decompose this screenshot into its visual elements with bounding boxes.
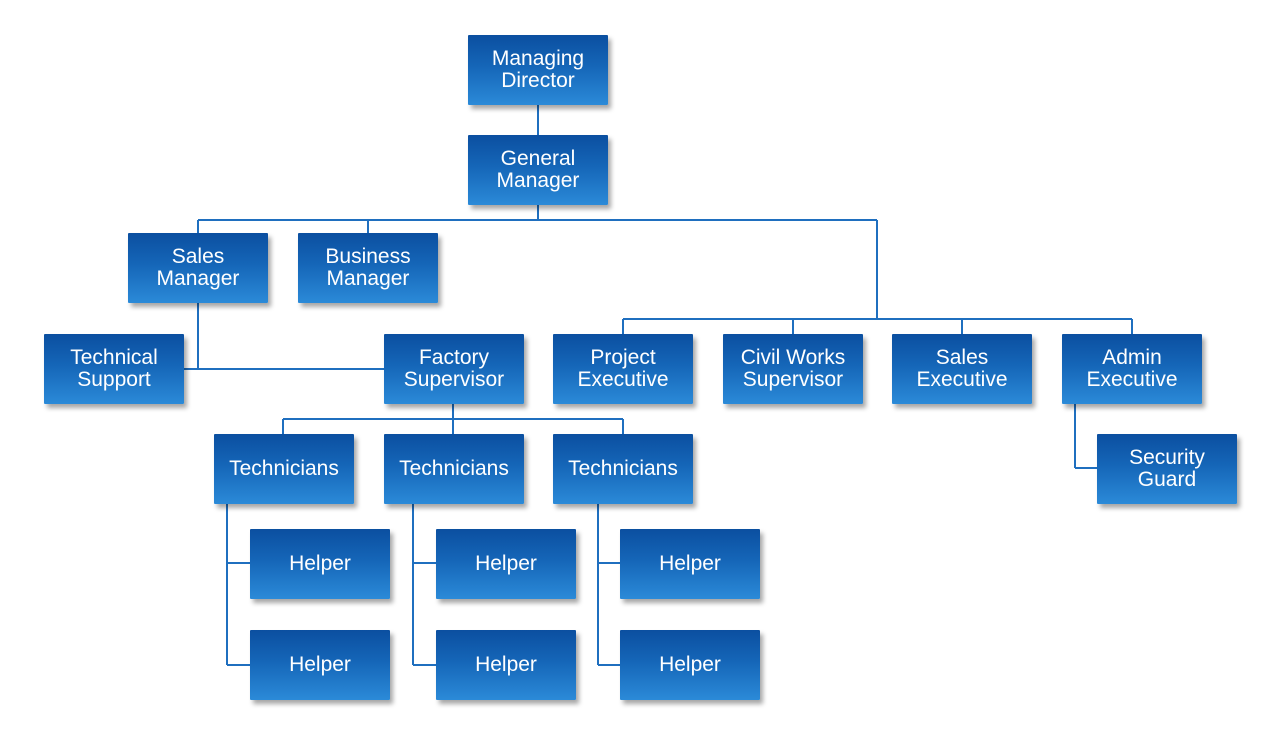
node-helper-2b: Helper: [436, 630, 576, 700]
node-label: Helper: [475, 552, 537, 575]
node-sales-executive: Sales Executive: [892, 334, 1032, 404]
node-technical-support: Technical Support: [44, 334, 184, 404]
node-label: Technicians: [229, 457, 339, 480]
node-helper-1b: Helper: [250, 630, 390, 700]
node-technicians-2: Technicians: [384, 434, 524, 504]
node-helper-3a: Helper: [620, 529, 760, 599]
node-helper-1a: Helper: [250, 529, 390, 599]
node-civil-works-supervisor: Civil Works Supervisor: [723, 334, 863, 404]
node-label: Helper: [475, 653, 537, 676]
node-managing-director: Managing Director: [468, 35, 608, 105]
node-label: General Manager: [496, 147, 580, 192]
node-factory-supervisor: Factory Supervisor: [384, 334, 524, 404]
node-label: Helper: [659, 653, 721, 676]
node-security-guard: Security Guard: [1097, 434, 1237, 504]
node-label: Business Manager: [325, 245, 411, 290]
node-label: Admin Executive: [1086, 346, 1178, 391]
node-label: Helper: [289, 552, 351, 575]
node-label: Factory Supervisor: [403, 346, 505, 391]
node-label: Helper: [289, 653, 351, 676]
node-general-manager: General Manager: [468, 135, 608, 205]
node-label: Technical Support: [70, 346, 158, 391]
node-label: Managing Director: [491, 47, 585, 92]
node-label: Technicians: [399, 457, 509, 480]
node-label: Security Guard: [1129, 446, 1205, 491]
node-business-manager: Business Manager: [298, 233, 438, 303]
node-helper-3b: Helper: [620, 630, 760, 700]
node-technicians-1: Technicians: [214, 434, 354, 504]
node-technicians-3: Technicians: [553, 434, 693, 504]
node-label: Technicians: [568, 457, 678, 480]
node-sales-manager: Sales Manager: [128, 233, 268, 303]
node-project-executive: Project Executive: [553, 334, 693, 404]
node-label: Helper: [659, 552, 721, 575]
node-label: Sales Executive: [916, 346, 1008, 391]
node-label: Sales Manager: [156, 245, 240, 290]
node-admin-executive: Admin Executive: [1062, 334, 1202, 404]
node-helper-2a: Helper: [436, 529, 576, 599]
node-label: Civil Works Supervisor: [740, 346, 846, 391]
node-label: Project Executive: [577, 346, 669, 391]
